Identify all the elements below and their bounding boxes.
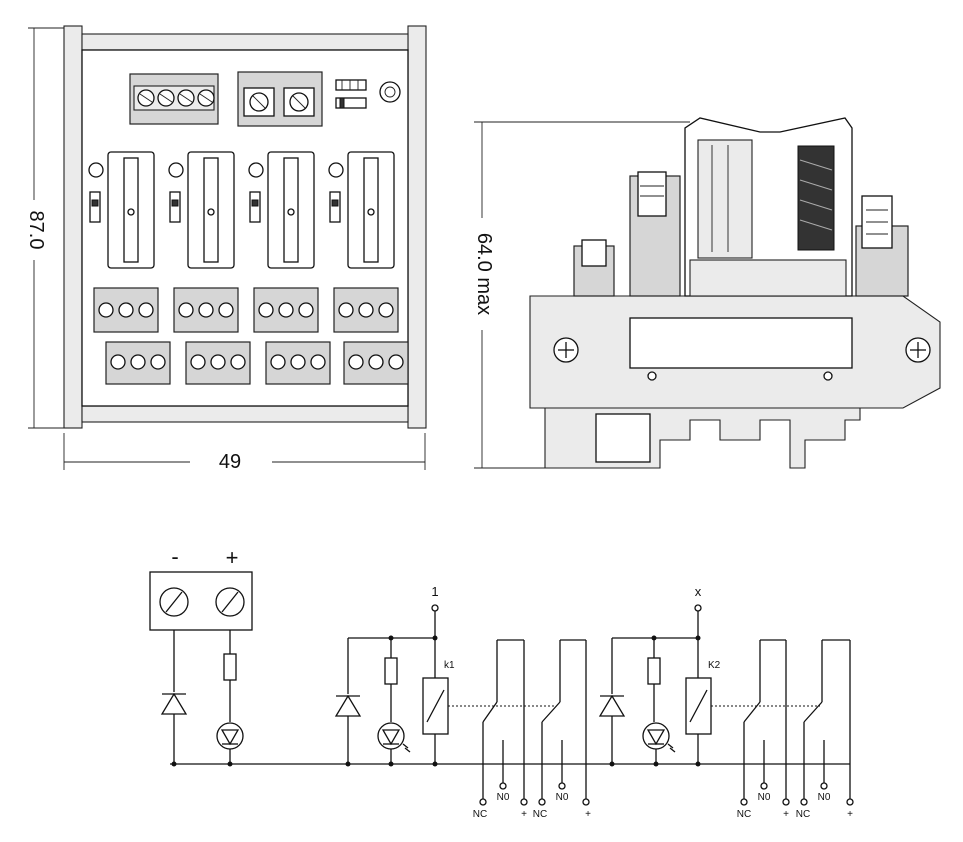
- bottom-rail: [81, 405, 409, 423]
- relay-2-contacts: NC N0 + NC N0 +: [737, 639, 854, 820]
- height-dimension-label: 87.0: [25, 211, 47, 250]
- relay-1a-no-label: N0: [497, 792, 510, 803]
- side-terminal-left: [573, 171, 681, 297]
- resistor-diode-group: [335, 79, 401, 109]
- relay-2b-no-label: N0: [818, 792, 831, 803]
- relay-1b-nc-label: NC: [533, 809, 547, 820]
- relay-2a-common-label: +: [783, 809, 789, 820]
- supply-minus-label: -: [171, 544, 178, 569]
- relay-2-input-label: x: [695, 584, 702, 599]
- relay-2a-nc-label: NC: [737, 809, 751, 820]
- left-rail: [63, 25, 83, 429]
- relay-channel-1: [88, 151, 155, 269]
- relay-1b-common-label: +: [585, 809, 591, 820]
- right-rail: [407, 25, 427, 429]
- relay-1a-nc-label: NC: [473, 809, 487, 820]
- relay-channel-3: [248, 151, 315, 269]
- relay-1b-no-label: N0: [556, 792, 569, 803]
- relay-1-input-label: 1: [431, 584, 438, 599]
- relay-channels: [88, 151, 395, 269]
- relay-1-contacts: NC N0 + NC N0 +: [473, 639, 591, 820]
- relay-1-coil-label: k1: [444, 660, 455, 671]
- top-rail: [81, 33, 409, 51]
- relay-1-circuit: 1 k1: [334, 584, 556, 767]
- relay-2-circuit: x K2: [598, 584, 820, 767]
- relay-channel-4: [328, 151, 395, 269]
- side-height-dimension-label: 64.0 max: [473, 233, 495, 315]
- relay-window: [697, 139, 753, 259]
- relay-channel-2: [168, 151, 235, 269]
- output-terminals-upper: [93, 287, 399, 333]
- supply-plus-label: +: [226, 545, 239, 570]
- input-connector: [237, 71, 323, 127]
- side-view: 64.0 max: [473, 117, 941, 469]
- front-view: 87.0 49: [25, 25, 427, 473]
- relay-1a-common-label: +: [521, 809, 527, 820]
- schematic: - + 1: [149, 544, 854, 820]
- supply-branch: [160, 630, 244, 767]
- relay-2a-no-label: N0: [758, 792, 771, 803]
- relay-2b-nc-label: NC: [796, 809, 810, 820]
- din-rail-clip: [544, 407, 861, 469]
- relay-2b-common-label: +: [847, 809, 853, 820]
- label-window: [629, 317, 853, 369]
- relay-2-coil-label: K2: [708, 660, 721, 671]
- width-dimension-label: 49: [219, 451, 241, 473]
- side-terminal-right: [855, 195, 909, 297]
- relay-coil: [797, 145, 835, 251]
- power-terminal-block: [129, 73, 219, 125]
- output-terminals-lower: [105, 341, 409, 385]
